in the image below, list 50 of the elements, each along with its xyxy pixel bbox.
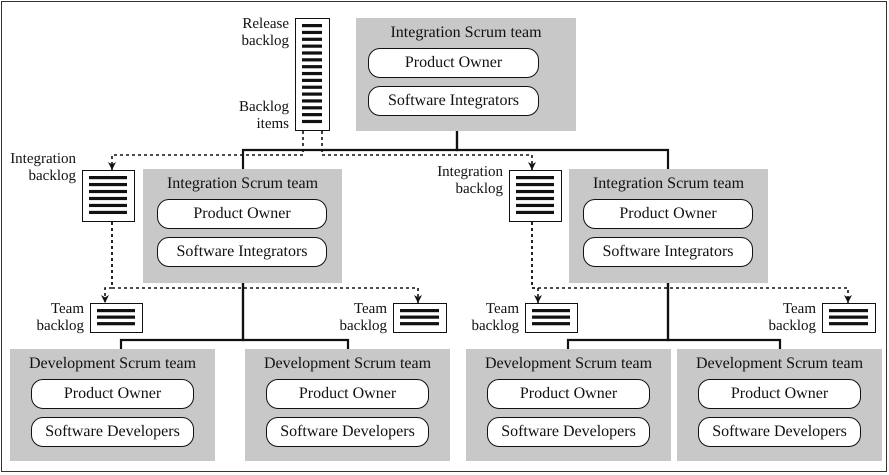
team-title: Integration Scrum team bbox=[389, 24, 543, 42]
team-title: Development Scrum team bbox=[28, 355, 198, 373]
role-box: Product Owner bbox=[583, 199, 753, 229]
team-panel bbox=[143, 169, 342, 283]
backlog-document-icon bbox=[525, 303, 578, 333]
backlog-label: Team backlog bbox=[470, 301, 519, 335]
role-box: Software Developers bbox=[31, 417, 194, 447]
connector-line bbox=[666, 283, 782, 349]
backlog-document-icon bbox=[509, 170, 562, 222]
team-title: Integration Scrum team bbox=[166, 175, 320, 193]
role-box: Software Integrators bbox=[583, 237, 753, 267]
connector-line bbox=[242, 283, 350, 349]
team-title: Integration Scrum team bbox=[592, 175, 746, 193]
team-title: Development Scrum team bbox=[484, 355, 654, 373]
arrow bbox=[108, 131, 304, 170]
role-box: Software Integrators bbox=[368, 86, 539, 116]
backlog-label: Integration backlog bbox=[436, 164, 503, 198]
backlog-document-icon bbox=[822, 303, 876, 333]
team-title: Development Scrum team bbox=[694, 355, 864, 373]
role-box: Product Owner bbox=[487, 379, 650, 409]
role-box: Product Owner bbox=[157, 199, 327, 229]
role-box: Software Developers bbox=[487, 417, 650, 447]
backlog-label: Integration backlog bbox=[9, 151, 76, 185]
role-box: Product Owner bbox=[368, 48, 539, 78]
backlog-document-icon bbox=[295, 18, 330, 131]
team-panel bbox=[466, 349, 671, 461]
backlog-document-icon bbox=[90, 303, 143, 333]
backlog-document-icon bbox=[82, 170, 135, 222]
arrow bbox=[321, 131, 536, 170]
team-panel bbox=[356, 18, 576, 131]
team-panel bbox=[10, 349, 215, 461]
backlog-label: Team backlog bbox=[768, 301, 816, 335]
connector-line bbox=[456, 131, 670, 169]
backlog-label: Backlog items bbox=[238, 99, 289, 133]
team-panel bbox=[245, 349, 450, 461]
role-box: Product Owner bbox=[698, 379, 861, 409]
team-panel bbox=[677, 349, 882, 461]
role-box: Software Developers bbox=[698, 417, 861, 447]
role-box: Software Developers bbox=[266, 417, 429, 447]
backlog-label: Team backlog bbox=[36, 301, 84, 335]
arrow bbox=[111, 222, 422, 303]
team-title: Development Scrum team bbox=[262, 355, 432, 373]
backlog-document-icon bbox=[393, 303, 447, 333]
role-box: Product Owner bbox=[266, 379, 429, 409]
team-panel bbox=[569, 169, 768, 283]
role-box: Product Owner bbox=[31, 379, 194, 409]
role-box: Software Integrators bbox=[157, 237, 327, 267]
backlog-label: Release backlog bbox=[240, 16, 289, 50]
arrow bbox=[531, 222, 852, 303]
backlog-label: Team backlog bbox=[338, 301, 387, 335]
